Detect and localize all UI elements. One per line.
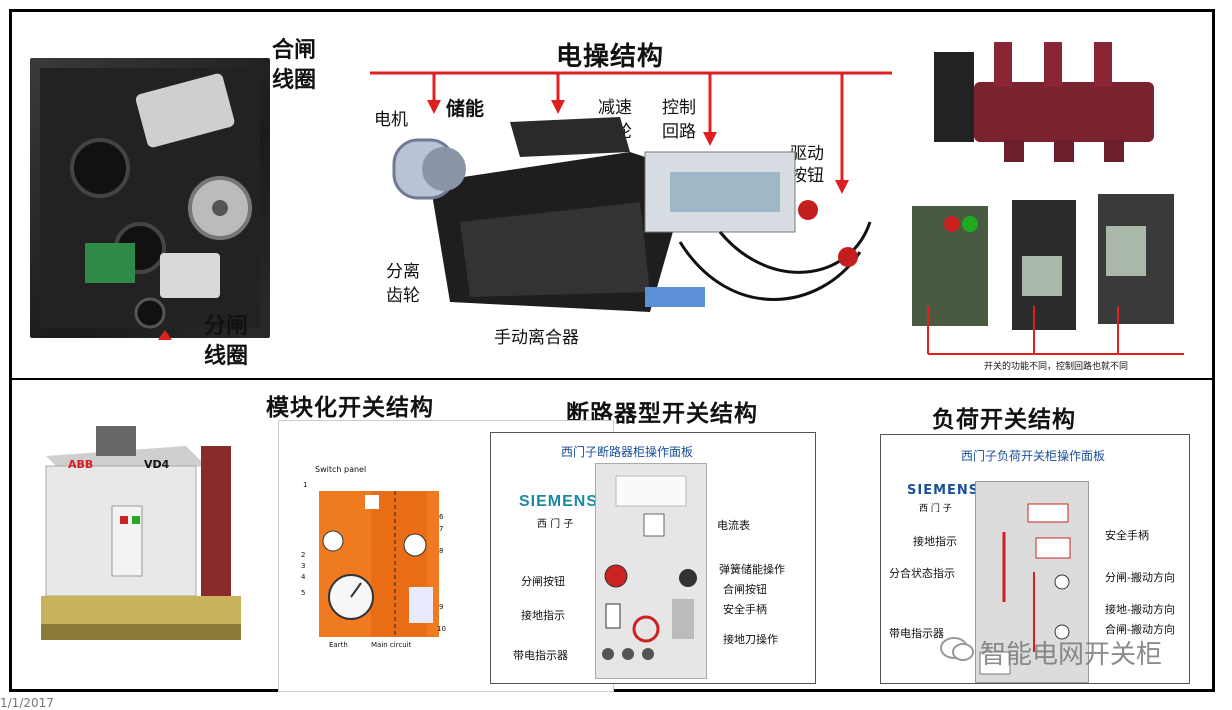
callout-5: 5 (301, 589, 306, 597)
drive-button-label-2: 按钮 (790, 166, 824, 186)
siemens-cn-label: 西 门 子 (537, 519, 574, 530)
load-panel-header: 西门子负荷开关柜操作面板 (961, 449, 1106, 463)
motor-label: 电机 (374, 110, 408, 130)
wechat-icon (940, 636, 974, 662)
load-switch-title: 负荷开关结构 (932, 407, 1076, 433)
control-circuit-label-1: 控制 (662, 98, 696, 118)
siemens-cn-label-load: 西 门 子 (919, 504, 952, 514)
modular-switch-title: 模块化开关结构 (266, 395, 434, 421)
callout-10: 10 (437, 625, 446, 633)
red-pointer-lines (370, 71, 892, 194)
reduction-gear-label-1: 减速 (598, 98, 632, 118)
energy-storage-label: 储能 (446, 98, 485, 120)
red-arrow-icon (158, 330, 172, 340)
close-coil-label-1: 合闸 (272, 38, 317, 63)
callout-6: 6 (439, 513, 444, 521)
breaker-panel-header: 西门子断路器柜操作面板 (561, 445, 694, 459)
separation-gear-label-2: 齿轮 (386, 286, 420, 306)
open-coil-label-2: 线圈 (204, 344, 249, 369)
safety-handle-label: 安全手柄 (723, 603, 767, 616)
siemens-logo: SIEMENS (519, 493, 599, 510)
section-divider (9, 378, 1215, 380)
callout-7: 7 (439, 525, 444, 533)
load-front-plate (975, 481, 1089, 683)
close-direction-label: 合闸-搬动方向 (1105, 623, 1175, 636)
separation-gear-label-1: 分离 (386, 262, 420, 282)
earth-caption: Earth (329, 641, 348, 649)
close-coil-label-2: 线圈 (272, 68, 317, 93)
panel-indicators (322, 491, 433, 637)
motor-assembly-photo (392, 117, 872, 312)
siemens-load-panel: 西门子负荷开关柜操作面板 SIEMENS 西 门 子 安全手柄 接地指示 分合状… (880, 434, 1190, 684)
abb-vd4-breaker-photo (36, 416, 246, 646)
electric-operation-title: 电操结构 (556, 42, 665, 72)
switch-panel-caption: Switch panel (315, 465, 367, 474)
live-indicator-label: 带电指示器 (513, 649, 568, 662)
callout-1: 1 (303, 481, 308, 489)
control-units-photo (912, 186, 1194, 372)
date-fragment: 1/1/2017 (0, 696, 54, 710)
load-earth-indicator-label: 接地指示 (913, 535, 957, 548)
callout-9: 9 (439, 603, 444, 611)
vacuum-switch-photo (934, 32, 1164, 166)
vd4-model-label: VD4 (144, 458, 170, 471)
breaker-front-plate (595, 463, 707, 679)
watermark-text: 智能电网开关柜 (980, 640, 1163, 670)
earth-indicator-label: 接地指示 (521, 609, 565, 622)
ammeter-label: 电流表 (717, 519, 750, 532)
manual-clutch-label: 手动离合器 (494, 328, 579, 348)
control-circuit-label-2: 回路 (662, 122, 696, 142)
callout-4: 4 (301, 573, 306, 581)
close-button-label: 合闸按钮 (723, 583, 767, 596)
drive-button-label-1: 驱动 (790, 144, 824, 164)
open-button-label: 分闸按钮 (521, 575, 565, 588)
callout-3: 3 (301, 562, 306, 570)
mechanism-drawing (40, 68, 260, 329)
function-caption: 开关的功能不同，控制回路也就不同 (984, 362, 1129, 372)
callout-8: 8 (439, 547, 444, 555)
siemens-breaker-panel: 西门子断路器柜操作面板 SIEMENS 西 门 子 电流表 弹簧储能操作 分闸按… (490, 432, 816, 684)
callout-2: 2 (301, 551, 306, 559)
earth-direction-label: 接地-搬动方向 (1105, 603, 1175, 616)
operating-mechanism-photo (30, 58, 270, 338)
switch-state-indicator-label: 分合状态指示 (889, 567, 955, 580)
open-coil-label-1: 分闸 (204, 314, 249, 339)
spring-charge-label: 弹簧储能操作 (719, 563, 785, 576)
load-live-indicator-label: 带电指示器 (889, 627, 944, 640)
earth-switch-label: 接地刀操作 (723, 633, 778, 646)
open-direction-label: 分闸-搬动方向 (1105, 571, 1175, 584)
main-circuit-caption: Main circuit (371, 641, 412, 649)
abb-brand-label: ABB (68, 458, 94, 471)
load-safety-handle-label: 安全手柄 (1105, 529, 1149, 542)
siemens-logo-load: SIEMENS (907, 483, 980, 498)
